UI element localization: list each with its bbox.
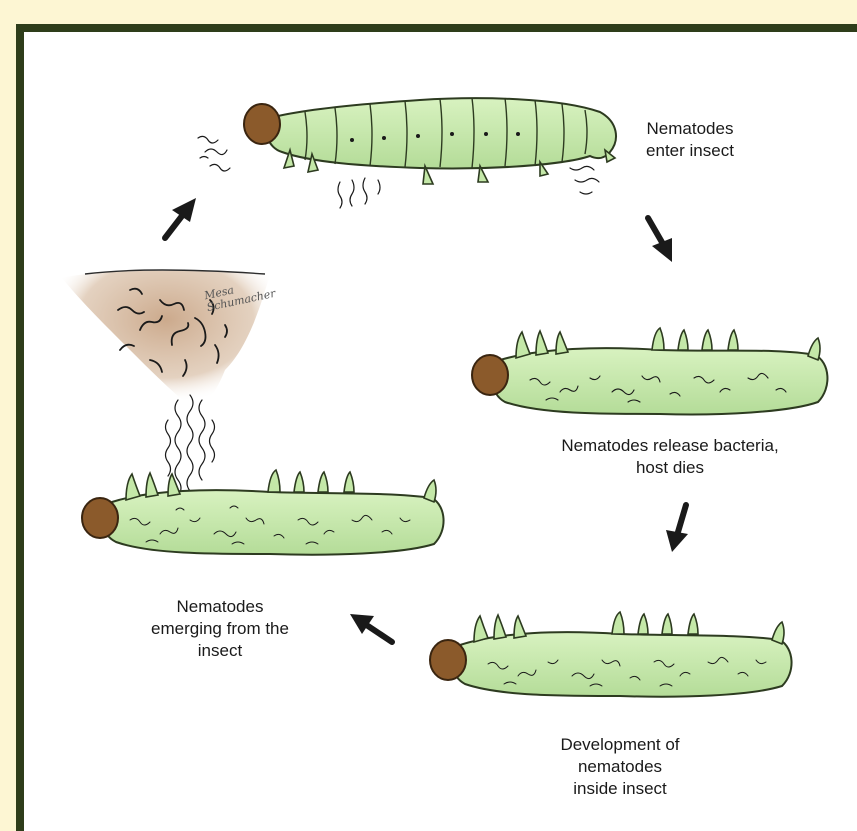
larva-development [430, 612, 792, 697]
larva-emerging [82, 470, 444, 555]
larva-head [472, 355, 508, 395]
arrow-release-to-development [666, 505, 688, 552]
label-line: enter insect [620, 140, 760, 162]
arrow-enter-to-release [648, 218, 672, 262]
label-line: insect [120, 640, 320, 662]
label-line: inside insect [520, 778, 720, 800]
label-line: nematodes [520, 756, 720, 778]
label-line: Nematodes [620, 118, 760, 140]
stage-label-development: Development of nematodes inside insect [520, 734, 720, 800]
larva-head [430, 640, 466, 680]
larva-head [82, 498, 118, 538]
label-line: host dies [520, 457, 820, 479]
label-line: Development of [520, 734, 720, 756]
label-line: Nematodes [120, 596, 320, 618]
larva-head [244, 104, 280, 144]
arrow-development-to-emerging [350, 614, 392, 642]
larva-entering [244, 98, 616, 184]
arrow-soil-to-enter [165, 198, 196, 238]
stage-label-release: Nematodes release bacteria, host dies [520, 435, 820, 479]
label-line: Nematodes release bacteria, [520, 435, 820, 457]
larva-release [472, 328, 827, 415]
stage-label-emerging: Nematodes emerging from the insect [120, 596, 320, 662]
stage-label-enter: Nematodes enter insect [620, 118, 760, 162]
label-line: emerging from the [120, 618, 320, 640]
